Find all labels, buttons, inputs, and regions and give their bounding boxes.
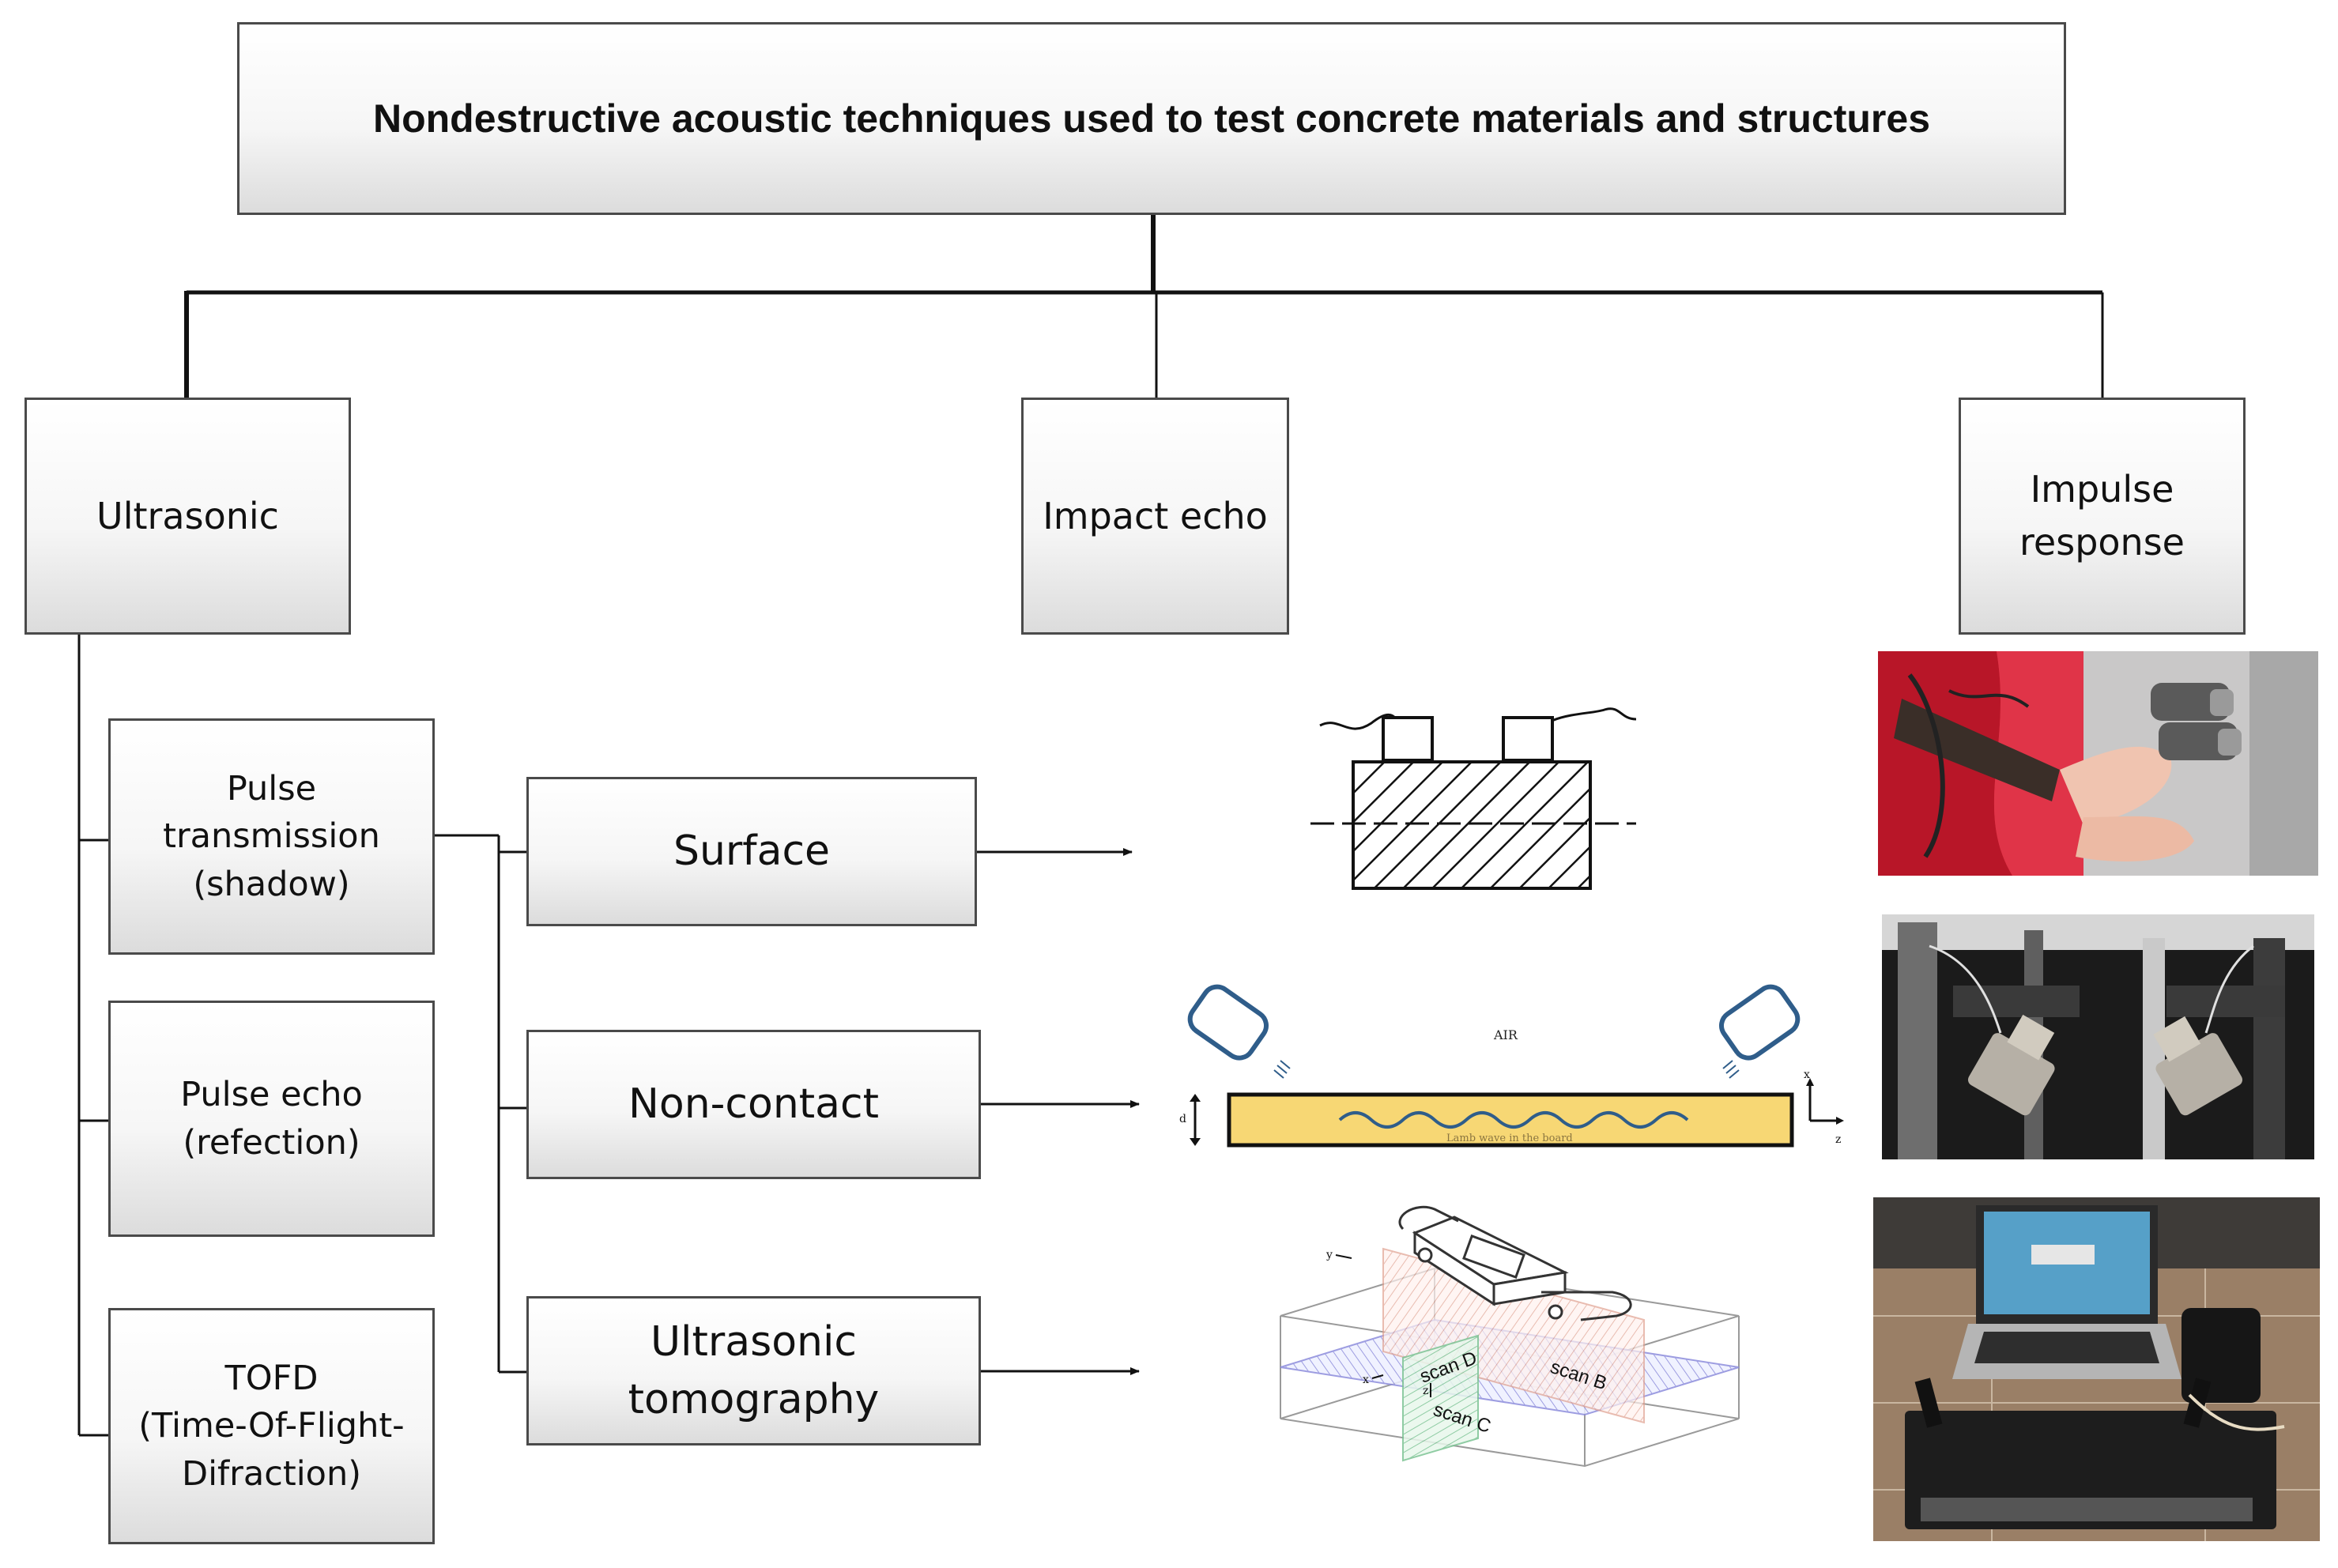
method-pulse-transmission: Pulse transmission (shadow)	[108, 718, 435, 955]
tomograph-device	[1398, 1205, 1632, 1321]
transducer-right	[1502, 716, 1554, 762]
category-impact-echo: Impact echo	[1021, 398, 1289, 635]
beam-left	[1273, 1060, 1291, 1079]
scan-b-plane	[1382, 1247, 1645, 1424]
mode-non-contact: Non-contact	[526, 1030, 981, 1179]
beam-right	[1722, 1060, 1740, 1079]
mode-ultrasonic-tomography: Ultrasonic tomography	[526, 1296, 981, 1446]
svg-text:x: x	[1363, 1374, 1369, 1386]
category-ultrasonic: Ultrasonic	[25, 398, 351, 635]
transducer-left	[1382, 716, 1434, 762]
scan-d-plane	[1402, 1334, 1479, 1462]
category-impulse-response: Impulse response	[1959, 398, 2246, 635]
svg-text:z: z	[1423, 1385, 1428, 1397]
surface-transmission-illustration	[1310, 707, 1637, 890]
photo-handheld-ultrasonic-test	[1878, 651, 2318, 876]
non-contact-illustration: AIR Lamb wave in the board d x z	[1179, 984, 1844, 1148]
svg-text:z: z	[1835, 1133, 1841, 1146]
lamb-wave	[1338, 1111, 1689, 1129]
air-transducer-right	[1718, 984, 1801, 1061]
axes-indicator: x z	[1804, 1069, 1844, 1146]
svg-text:x: x	[1804, 1069, 1810, 1081]
air-transducer-left	[1187, 984, 1269, 1061]
board	[1227, 1092, 1794, 1148]
tomography-axes	[1335, 1254, 1431, 1397]
thickness-indicator: d	[1179, 1094, 1201, 1146]
mode-surface: Surface	[526, 777, 977, 926]
svg-text:y: y	[1325, 1249, 1333, 1261]
wave-caption: Lamb wave in the board	[1446, 1133, 1573, 1144]
tomography-illustration: y x z scan D scan B scan C	[1280, 1205, 1740, 1468]
svg-text:d: d	[1179, 1113, 1186, 1125]
concrete-specimen	[1352, 760, 1592, 890]
photo-non-contact-rig	[1882, 914, 2314, 1159]
title-box: Nondestructive acoustic techniques used …	[237, 22, 2066, 215]
photo-laptop-tomograph	[1873, 1197, 2320, 1541]
method-tofd: TOFD (Time-Of-Flight- Difraction)	[108, 1308, 435, 1544]
method-pulse-echo: Pulse echo (refection)	[108, 1001, 435, 1237]
air-label: AIR	[1493, 1027, 1518, 1042]
